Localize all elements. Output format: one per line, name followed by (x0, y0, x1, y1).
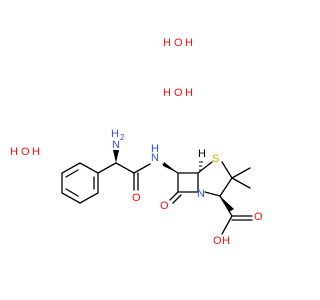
bridge-s-bond (197, 161, 213, 174)
bonds (61, 161, 253, 235)
lactam-o-label: O (160, 200, 169, 212)
acid-o-label: O (254, 211, 263, 223)
water-3-h2: H (32, 146, 40, 158)
amide-h-label: H (151, 143, 159, 155)
acid-oh-o-label: O (213, 235, 222, 247)
water-3-o: O (21, 146, 30, 158)
water-1-h1: H (163, 37, 171, 49)
water-1-h2: H (185, 37, 193, 49)
molecule-structure: H O H H O H H O H (10, 37, 263, 247)
s-cme2-bond (221, 161, 233, 179)
water-molecule-1: H O H (163, 37, 193, 49)
ch-n-bond (204, 191, 221, 197)
alpha-carbonyl-bond (115, 162, 135, 174)
amine-wedge (113, 150, 119, 163)
water-1-o: O (174, 37, 183, 49)
ring-n-label: N (197, 188, 205, 200)
cme2-ch-bond (219, 177, 233, 197)
bridge-h-label: H (198, 148, 206, 160)
amide-o-label: O (132, 192, 141, 204)
water-molecule-2: H O H (163, 87, 193, 99)
amine-subscript: 2 (120, 133, 125, 142)
phenyl-ring (61, 162, 99, 204)
lactam-co-bond (169, 191, 179, 201)
water-2-h1: H (163, 87, 171, 99)
phenyl-inner-bond-1 (65, 169, 79, 178)
phenyl-inner-bond-2 (65, 188, 79, 197)
lactam-co-double (172, 194, 182, 204)
acid-oh-h-label: H (222, 235, 230, 247)
bridge-h-hashed-bond (199, 161, 203, 171)
methyl-2-bond (231, 177, 251, 189)
water-molecule-3: H O H (10, 146, 40, 158)
cooh-wedge (220, 196, 234, 212)
water-3-h1: H (10, 146, 18, 158)
nh-wedge (163, 162, 178, 173)
methyl-1-bond (231, 167, 251, 179)
amine-n-label: N (112, 139, 120, 151)
amine-h-label: H (111, 128, 119, 140)
cooh-oh-bond (221, 215, 233, 235)
water-2-h2: H (185, 87, 193, 99)
amide-n-label: N (151, 152, 159, 164)
molecule-canvas: H O H H O H H O H (10, 37, 263, 247)
alpha-phenyl-bond (97, 162, 117, 174)
carbonyl-nh-bond (133, 163, 151, 174)
sulfur-label: S (212, 153, 219, 165)
water-2-o: O (174, 87, 183, 99)
beta-lactam-ring (177, 172, 199, 193)
